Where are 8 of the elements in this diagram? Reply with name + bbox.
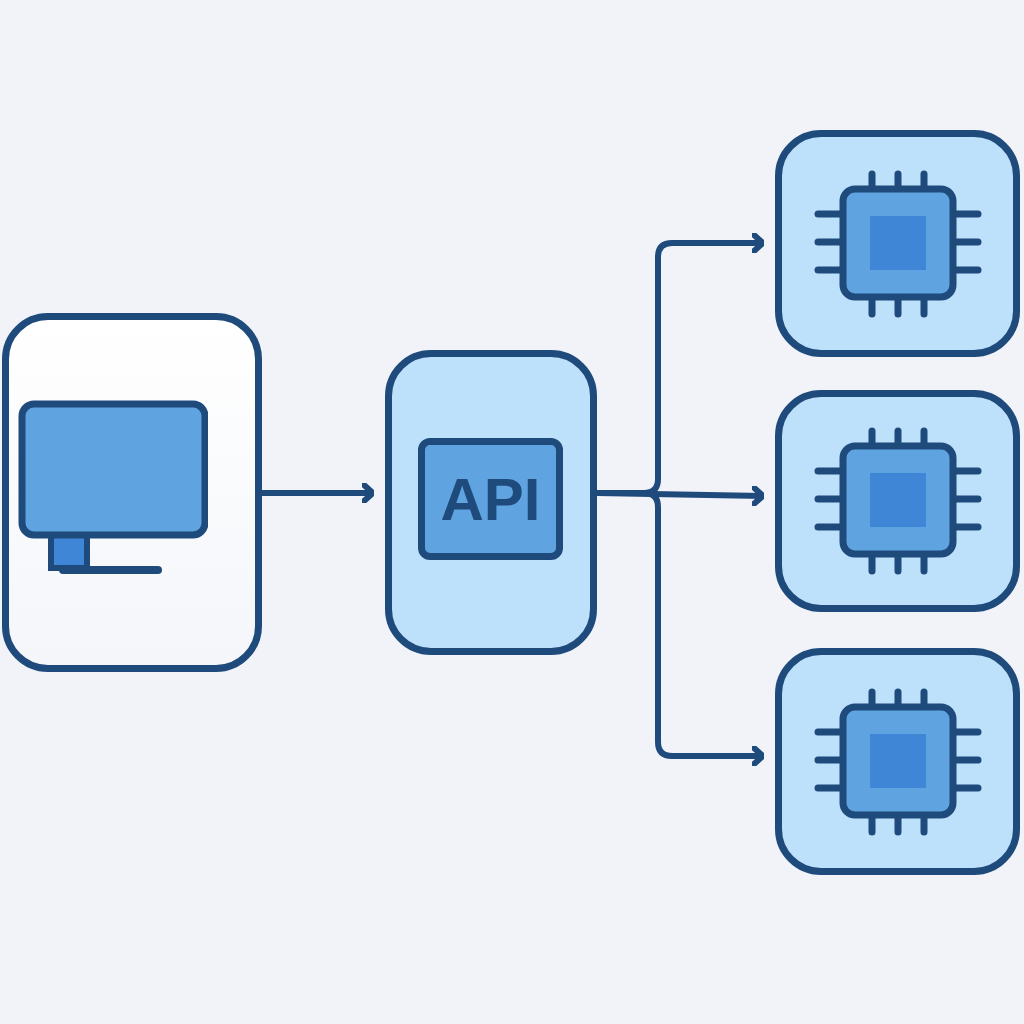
device-box xyxy=(775,648,1020,875)
device-box xyxy=(2,313,262,672)
api-label: API xyxy=(418,438,563,560)
arrow xyxy=(262,482,376,504)
device-box xyxy=(775,130,1020,357)
device-box xyxy=(775,390,1020,612)
arrow xyxy=(597,490,766,767)
service-box xyxy=(385,350,597,655)
